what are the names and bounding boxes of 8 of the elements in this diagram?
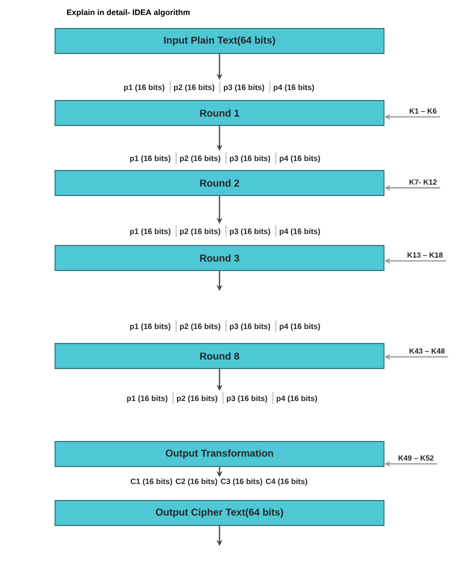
process-box: Output Cipher Text(64 bits): [54, 500, 384, 526]
process-box: Round 8: [54, 343, 384, 369]
process-box: Round 2: [54, 170, 384, 196]
process-box: Round 1: [54, 100, 384, 126]
process-box: Round 3: [54, 245, 384, 271]
process-box: Input Plain Text(64 bits): [54, 28, 384, 54]
title: Explain in detail- IDEA algorithm: [67, 9, 190, 17]
process-box: Output Transformation: [54, 441, 384, 467]
